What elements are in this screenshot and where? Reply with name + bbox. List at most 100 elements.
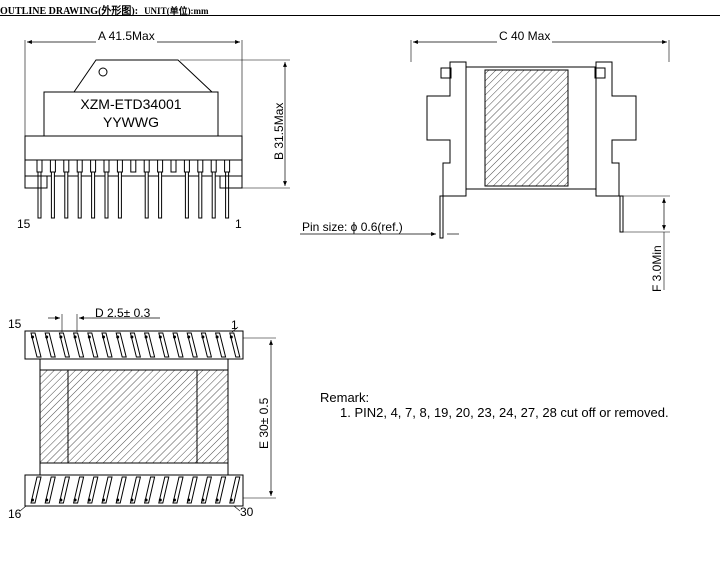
pin xyxy=(64,171,69,219)
pin-trace xyxy=(186,476,198,504)
front-pin-label-left: 15 xyxy=(17,217,31,231)
pin-dot xyxy=(173,498,176,502)
pin-trace xyxy=(143,332,156,358)
pin xyxy=(37,171,42,219)
pin-dot xyxy=(229,335,233,339)
bottom-pin-label-15: 15 xyxy=(8,317,22,331)
bottom-view-pins xyxy=(30,332,241,504)
pin-trace xyxy=(58,476,71,504)
pin-slot xyxy=(157,159,164,173)
header-rule xyxy=(0,15,720,16)
pin-trace xyxy=(72,332,85,358)
pin-dot xyxy=(201,335,205,339)
pin-trace xyxy=(172,332,184,358)
pin-trace xyxy=(44,476,56,504)
pin-dot xyxy=(102,498,105,502)
pin-dot xyxy=(73,335,77,339)
pin-trace xyxy=(87,476,99,504)
pin-slot xyxy=(197,159,204,173)
remark-note: 1. PIN2, 4, 7, 8, 19, 20, 23, 24, 27, 28… xyxy=(340,405,669,420)
pin-dot xyxy=(102,335,105,339)
pin-slot xyxy=(63,159,70,173)
part-number-marking: XZM-ETD34001 xyxy=(80,96,182,112)
pin-trace xyxy=(200,332,213,358)
front-pin-label-right: 1 xyxy=(235,217,242,231)
pin-trace xyxy=(58,332,71,358)
pin xyxy=(144,171,149,219)
pin-dot xyxy=(31,335,34,339)
bottom-pin-label-16: 16 xyxy=(8,507,22,521)
pin-trace xyxy=(115,332,127,358)
pin-dot xyxy=(116,498,120,502)
pin-dot xyxy=(59,335,63,339)
bottom-pin-label-30: 30 xyxy=(240,505,254,519)
pin xyxy=(117,171,122,219)
pin-slot xyxy=(130,159,137,173)
pin-slot xyxy=(76,159,83,173)
pin-trace xyxy=(158,332,170,358)
pin-slot xyxy=(143,159,150,173)
pin-trace xyxy=(101,332,113,358)
dim-a-label: A 41.5Max xyxy=(96,29,157,43)
pin-dot xyxy=(215,335,219,339)
pin-trace xyxy=(101,476,113,504)
remark-title: Remark: xyxy=(320,390,370,405)
pin-dot xyxy=(116,335,120,339)
pin-dot xyxy=(158,335,162,339)
pin xyxy=(184,171,189,219)
pin-slot xyxy=(183,159,190,173)
pin xyxy=(158,171,163,219)
pin-trace xyxy=(229,332,241,358)
pin-dot xyxy=(229,498,233,502)
pin-dot xyxy=(144,335,148,339)
front-view xyxy=(24,40,290,219)
dim-d-label: D 2.5± 0.3 xyxy=(95,306,151,320)
front-view-pins xyxy=(36,159,231,219)
dim-c-label: C 40 Max xyxy=(497,29,553,43)
pin-slot xyxy=(49,159,56,173)
pin-dot xyxy=(87,335,91,339)
pin xyxy=(50,171,55,219)
pin xyxy=(104,171,109,219)
pin-size-label: Pin size: ϕ 0.6(ref.) xyxy=(302,220,403,234)
pin-dot xyxy=(31,498,34,502)
pin-dot xyxy=(59,498,63,502)
dim-f-label: F 3.0Min xyxy=(650,245,664,292)
pin-trace xyxy=(129,332,142,358)
pin-trace xyxy=(143,476,156,504)
pin-slot xyxy=(210,159,217,173)
dim-e-label: E 30± 0.5 xyxy=(257,397,271,449)
pin-trace xyxy=(214,332,227,358)
pin-trace xyxy=(30,476,42,504)
header-unit: UNIT(单位):mm xyxy=(144,6,209,16)
dim-b-label: B 31.5Max xyxy=(272,102,286,160)
pin-dot xyxy=(187,498,191,502)
pin-slot xyxy=(116,159,123,173)
bottom-pin-label-1: 1 xyxy=(231,318,238,332)
pin-dot xyxy=(130,335,134,339)
pin-dot xyxy=(45,498,49,502)
pin-trace xyxy=(200,476,213,504)
pin-dot xyxy=(158,498,162,502)
pin xyxy=(77,171,82,219)
pin-dot xyxy=(144,498,148,502)
pin xyxy=(198,171,203,219)
header-title: OUTLINE DRAWING(外形图): xyxy=(0,6,139,17)
pin-trace xyxy=(172,476,184,504)
bottom-view xyxy=(19,314,276,512)
pin xyxy=(91,171,96,219)
pin-dot xyxy=(201,498,205,502)
pin-trace xyxy=(72,476,85,504)
pin-slot xyxy=(90,159,97,173)
pin-trace xyxy=(115,476,127,504)
side-view xyxy=(300,40,670,290)
pin-trace xyxy=(186,332,198,358)
pin-trace xyxy=(229,476,241,504)
pin xyxy=(225,171,230,219)
pin-dot xyxy=(215,498,219,502)
pin-slot xyxy=(224,159,231,173)
pin-slot xyxy=(36,159,43,173)
pin-dot xyxy=(130,498,134,502)
pin-dot xyxy=(173,335,176,339)
